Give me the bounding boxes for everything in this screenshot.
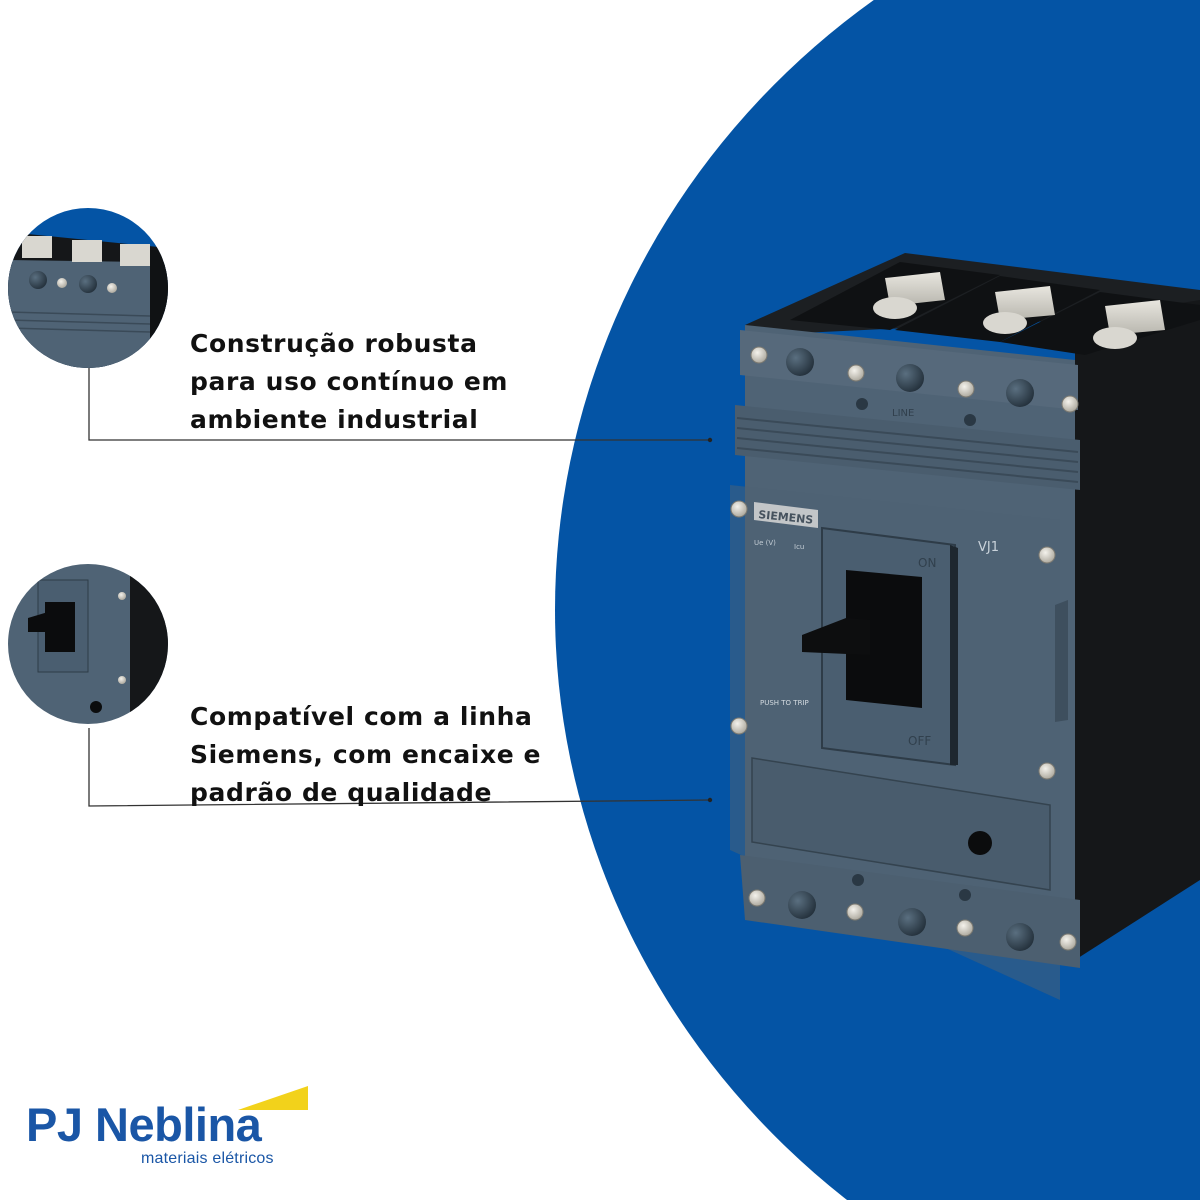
off-label: OFF: [908, 734, 931, 748]
thumbnail-handle-area: [8, 564, 168, 724]
logo-wordmark: PJ Neblina: [26, 1098, 262, 1151]
circuit-breaker-image: [729, 252, 1200, 1001]
feature-line: para uso contínuo em: [190, 367, 509, 396]
callout-line-2: [88, 728, 711, 807]
siemens-label: SIEMENS: [758, 508, 814, 527]
push-to-trip-label: PUSH TO TRIP: [760, 699, 809, 707]
feature-line: Construção robusta: [190, 329, 478, 358]
callout-line-1: [88, 362, 710, 441]
feature-line: Compatível com a linha: [190, 702, 533, 731]
feature-line: ambiente industrial: [190, 405, 479, 434]
model-label: VJ1: [978, 540, 999, 555]
on-label: ON: [918, 556, 936, 570]
logo-tagline: materiais elétricos: [141, 1150, 274, 1167]
icu-label: Icu: [794, 543, 804, 551]
pj-neblina-logo: PJ Neblina materiais elétricos: [26, 1086, 316, 1176]
thumbnail-top-terminals: [8, 208, 168, 368]
line-label: LINE: [892, 408, 914, 419]
feature-siemens-compatible: Compatível com a linha Siemens, com enca…: [190, 698, 541, 812]
feature-line: padrão de qualidade: [190, 778, 493, 807]
feature-line: Siemens, com encaixe e: [190, 740, 542, 769]
ue-label: Ue (V): [754, 539, 776, 547]
logo-yellow-flag-icon: [238, 1086, 308, 1110]
feature-robust-construction: Construção robusta para uso contínuo em …: [190, 325, 508, 439]
